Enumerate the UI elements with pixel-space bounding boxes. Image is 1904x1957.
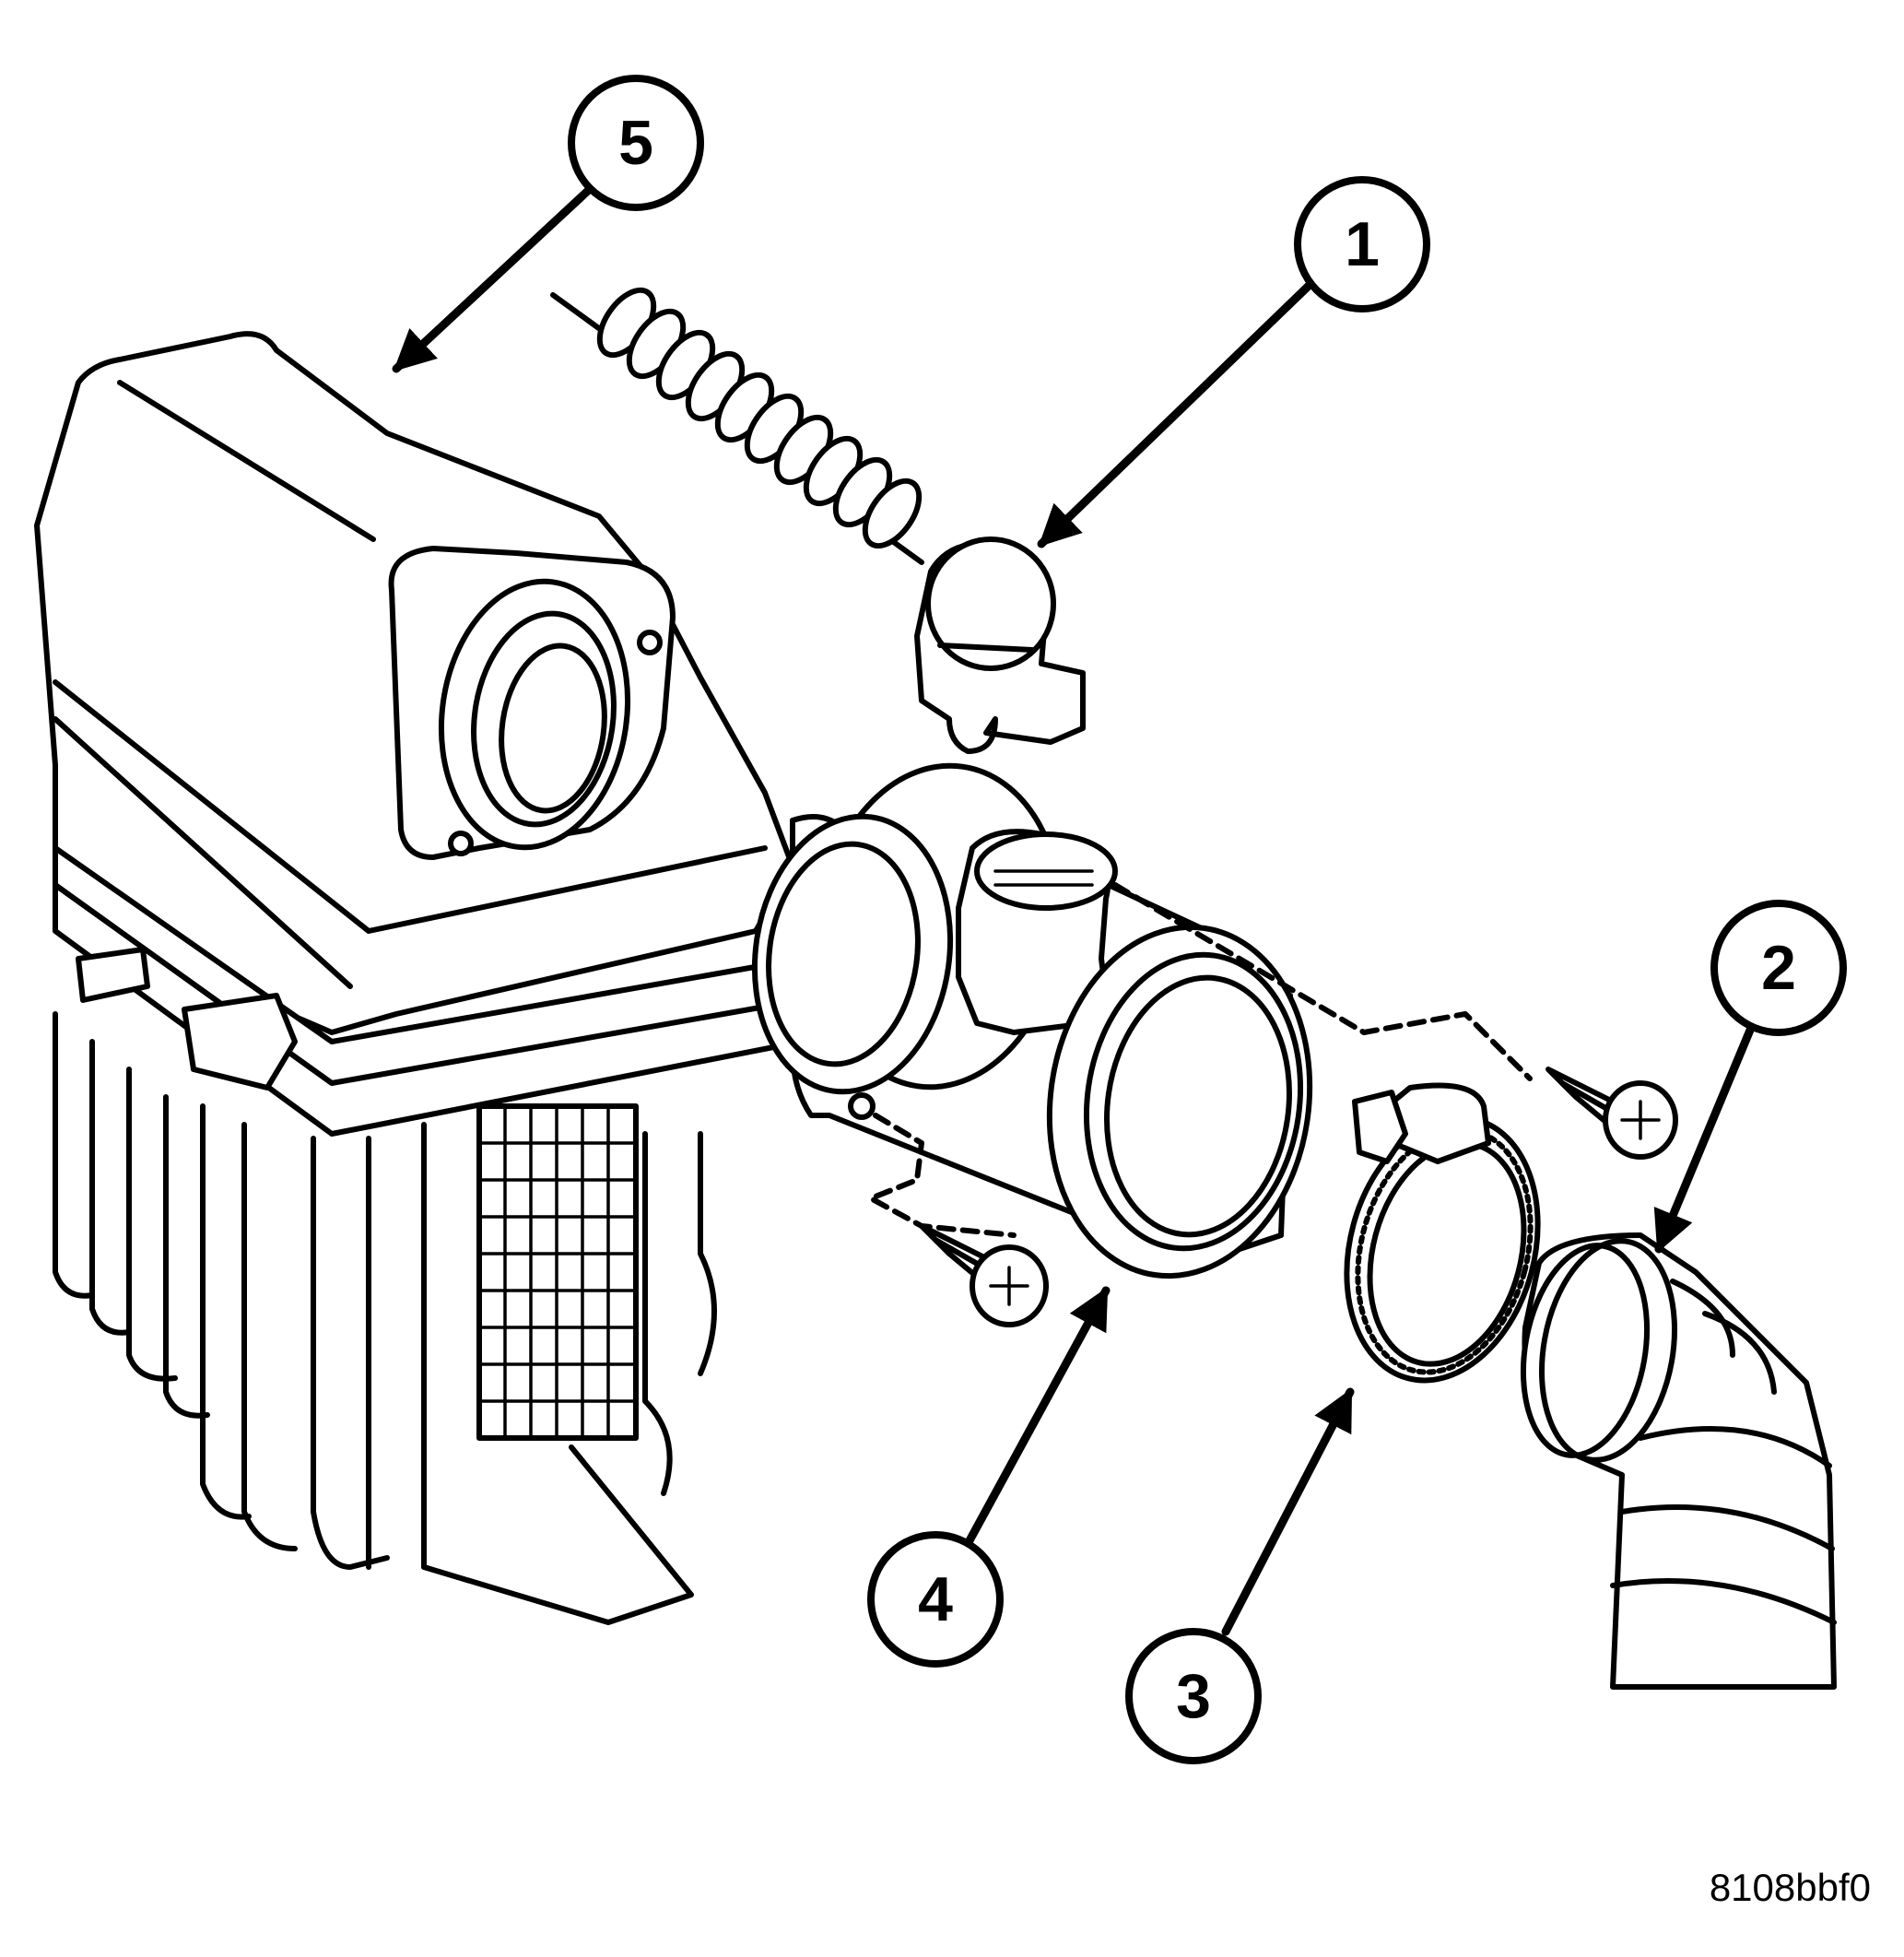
maf-meter-body xyxy=(751,762,1533,1279)
leader-2 xyxy=(1653,1023,1756,1254)
mounting-screw-lower xyxy=(919,1223,1049,1327)
figure-id: 8108bbf0 xyxy=(1710,1866,1871,1909)
callout-3-label: 3 xyxy=(1176,1661,1211,1731)
callout-5: 5 xyxy=(568,75,704,211)
callout-4: 4 xyxy=(867,1531,1004,1668)
leader-1 xyxy=(1037,281,1313,548)
callout-1: 1 xyxy=(1294,176,1430,312)
air-inlet-hose xyxy=(1520,1232,1837,1690)
callout-4-label: 4 xyxy=(918,1564,953,1634)
callout-3: 3 xyxy=(1125,1628,1262,1764)
hose-clamp xyxy=(1344,1082,1541,1384)
callout-5-label: 5 xyxy=(618,108,653,178)
mounting-screw-upper xyxy=(1546,1067,1678,1160)
air-cleaner-housing xyxy=(34,331,805,1625)
callout-2-label: 2 xyxy=(1761,933,1796,1003)
leader-4 xyxy=(963,1286,1111,1549)
leader-3 xyxy=(1221,1387,1355,1636)
callout-2: 2 xyxy=(1710,900,1847,1036)
leader-5 xyxy=(392,184,594,373)
maf-sensor-connector xyxy=(550,287,1086,754)
callout-1-label: 1 xyxy=(1345,209,1380,279)
leader-arrows xyxy=(392,184,1756,1636)
